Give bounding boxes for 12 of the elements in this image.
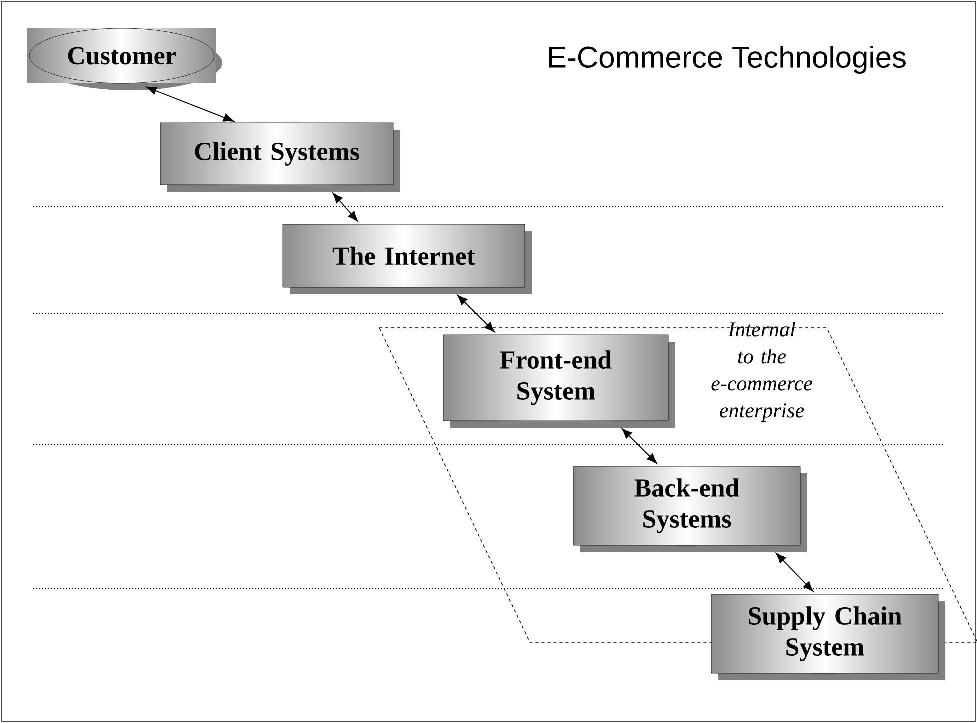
process-box: Client Systems: [160, 122, 400, 192]
process-box: Front-end System: [443, 334, 676, 428]
ellipse-node: Customer: [27, 28, 222, 90]
arrow: [146, 86, 234, 122]
arrow: [457, 295, 496, 332]
arrow: [776, 553, 814, 592]
process-box: Supply Chain System: [711, 594, 946, 680]
process-box: Back-end Systems: [573, 466, 808, 552]
process-box: The Internet: [282, 224, 532, 294]
title: E-Commerce Technologies: [549, 46, 906, 74]
arrow: [622, 428, 658, 464]
arrow: [332, 193, 358, 222]
